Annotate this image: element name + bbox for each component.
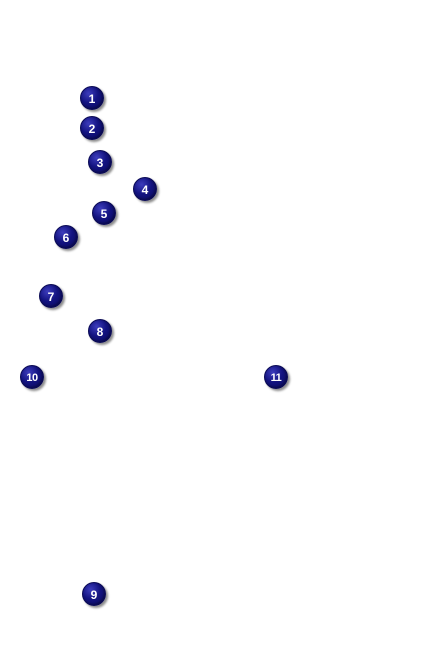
marker-8: 8 [88,319,112,343]
marker-2: 2 [80,116,104,140]
marker-4: 4 [133,177,157,201]
marker-6: 6 [54,225,78,249]
marker-1: 1 [80,86,104,110]
marker-11: 11 [264,365,288,389]
marker-7: 7 [39,284,63,308]
marker-3: 3 [88,150,112,174]
marker-9: 9 [82,582,106,606]
marker-10: 10 [20,365,44,389]
marker-5: 5 [92,201,116,225]
